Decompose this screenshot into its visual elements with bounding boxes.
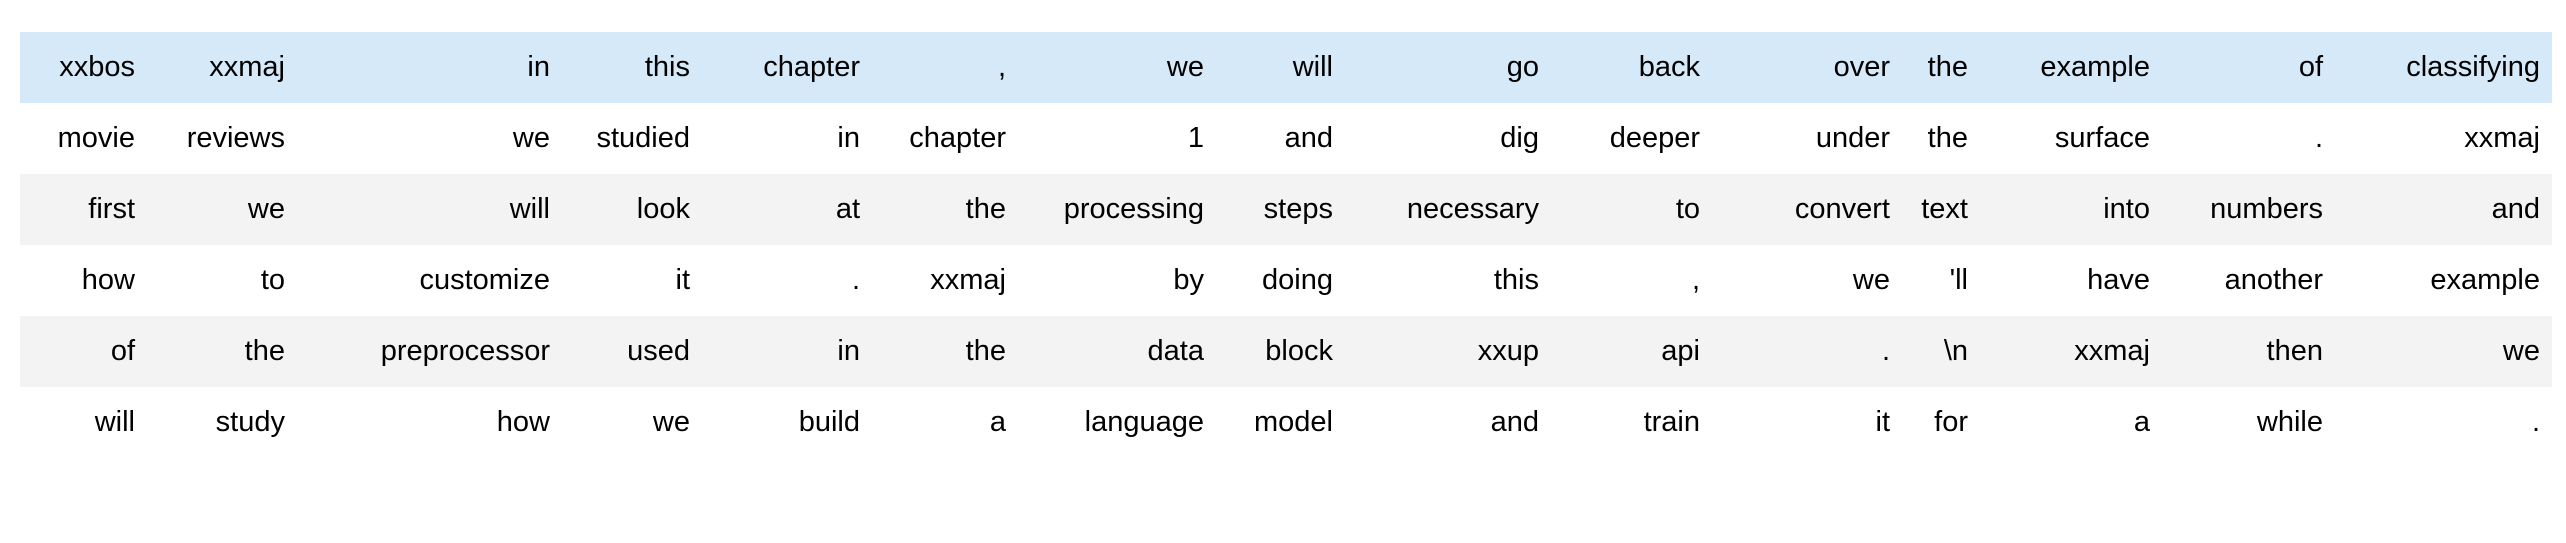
table-cell: necessary: [1345, 174, 1551, 245]
table-cell: over: [1712, 32, 1902, 103]
table-cell: block: [1216, 316, 1345, 387]
table-cell: to: [260, 264, 285, 296]
table-cell: studied: [596, 122, 690, 154]
table-cell: 'll: [1949, 264, 1968, 296]
table-cell: example: [2430, 264, 2540, 296]
table-cell: at: [702, 174, 872, 245]
table-cell: xxbos: [20, 32, 147, 103]
table-cell: ,: [1691, 264, 1700, 296]
table-cell: .: [1712, 316, 1902, 387]
table-cell: and: [2335, 174, 2552, 245]
table-cell: 1: [1187, 122, 1204, 154]
table-cell: go: [1345, 32, 1551, 103]
table-cell: surface: [2054, 122, 2150, 154]
table-cell: .: [2531, 406, 2540, 438]
table-cell: another: [2224, 264, 2323, 296]
table-cell: doing: [1262, 264, 1333, 296]
table-cell: into: [1980, 174, 2162, 245]
table-cell: have: [2087, 264, 2150, 296]
table-cell: preprocessor: [297, 316, 562, 387]
table-cell: we: [147, 174, 297, 245]
table-cell: in: [837, 122, 860, 154]
table-cell: movie: [57, 122, 135, 154]
table-cell: deeper: [1609, 122, 1700, 154]
table-cell: and: [1490, 406, 1539, 438]
table-cell: chapter: [909, 122, 1006, 154]
table-cell: the: [872, 174, 1018, 245]
table-cell: the: [1927, 122, 1968, 154]
table-cell: will: [1216, 32, 1345, 103]
table-cell: xxup: [1345, 316, 1551, 387]
table-cell: .: [2314, 122, 2323, 154]
table-cell: in: [297, 32, 562, 103]
table-cell: we: [2335, 316, 2552, 387]
table-cell: model: [1254, 406, 1333, 438]
table-cell: to: [1551, 174, 1712, 245]
table-cell: how: [81, 264, 135, 296]
table-cell: we: [1852, 264, 1890, 296]
table-cell: build: [798, 406, 860, 438]
table-cell: \n: [1902, 316, 1980, 387]
table-cell: this: [1493, 264, 1539, 296]
table-cell: will: [297, 174, 562, 245]
table-cell: .: [851, 264, 860, 296]
table-cell: and: [1284, 122, 1333, 154]
table-cell: data: [1018, 316, 1216, 387]
table-cell: this: [562, 32, 702, 103]
table-cell: look: [562, 174, 702, 245]
table-cell: xxmaj: [930, 264, 1006, 296]
table-cell: a: [2133, 406, 2150, 438]
table-cell: first: [20, 174, 147, 245]
table-cell: used: [562, 316, 702, 387]
table-cell: of: [20, 316, 147, 387]
table-cell: chapter: [702, 32, 872, 103]
table-cell: a: [989, 406, 1006, 438]
table-cell: ,: [872, 32, 1018, 103]
table-cell: we: [512, 122, 550, 154]
table-cell: the: [872, 316, 1018, 387]
table-cell: while: [2256, 406, 2323, 438]
table-row: movie reviews we studied in chapter 1 and dig dee…: [20, 103, 2552, 174]
table-cell: example: [1980, 32, 2162, 103]
table-cell: for: [1934, 406, 1968, 438]
table-cell: processing: [1018, 174, 1216, 245]
table-cell: then: [2162, 316, 2335, 387]
table-cell: we: [652, 406, 690, 438]
table-row: will study how we build a language model and trai…: [20, 387, 2552, 458]
table-cell: the: [147, 316, 297, 387]
table-cell: it: [1875, 406, 1891, 438]
table-cell: classifying: [2335, 32, 2552, 103]
table-cell: the: [1902, 32, 1980, 103]
table-cell: xxmaj: [147, 32, 297, 103]
table-cell: convert: [1712, 174, 1902, 245]
table-cell: back: [1551, 32, 1712, 103]
table-cell: language: [1084, 406, 1204, 438]
table-cell: customize: [419, 264, 550, 296]
table-cell: how: [496, 406, 550, 438]
table-cell: xxmaj: [1980, 316, 2162, 387]
table-cell: study: [215, 406, 285, 438]
table-cell: by: [1173, 264, 1204, 296]
table-cell: we: [1018, 32, 1216, 103]
table-cell: reviews: [186, 122, 285, 154]
table-cell: steps: [1216, 174, 1345, 245]
table-cell: text: [1902, 174, 1980, 245]
table-cell: it: [675, 264, 691, 296]
table-cell: dig: [1500, 122, 1539, 154]
table-cell: api: [1551, 316, 1712, 387]
table-cell: xxmaj: [2464, 122, 2540, 154]
table-cell: train: [1643, 406, 1700, 438]
table-row: how to customize it. xxmaj by doing this, we 'll h…: [20, 245, 2552, 316]
table-cell: under: [1815, 122, 1890, 154]
table-cell: numbers: [2162, 174, 2335, 245]
table-cell: of: [2162, 32, 2335, 103]
table-cell: will: [94, 406, 135, 438]
table-cell: in: [702, 316, 872, 387]
